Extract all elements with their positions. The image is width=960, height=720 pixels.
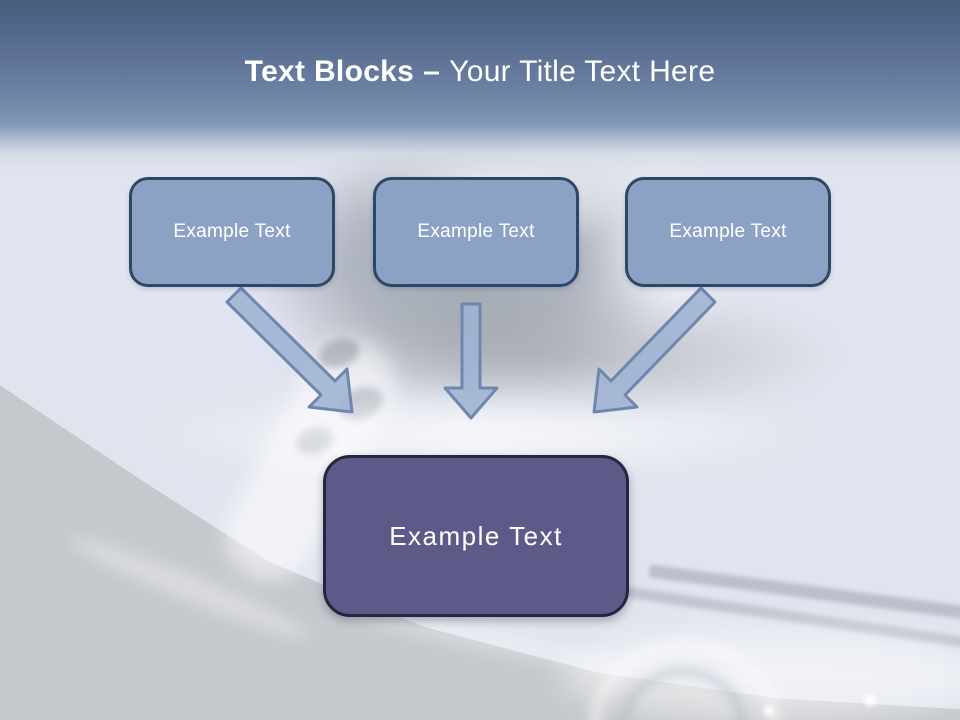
title-separator: – [423,55,441,88]
text-block-3: Example Text [625,177,831,287]
arrow-diagonal-down-right-icon [225,286,354,414]
specular-dot-shape [764,706,774,716]
title-subtitle: Your Title Text Here [449,55,716,88]
text-block-1-label: Example Text [173,221,291,242]
result-block-label: Example Text [389,520,563,551]
result-block: Example Text [323,455,629,617]
text-block-3-label: Example Text [669,221,787,242]
title-emphasis: Text Blocks [244,55,415,88]
slide-title: Text Blocks–Your Title Text Here [0,52,960,92]
arrow-down-icon [443,302,499,420]
text-block-2: Example Text [373,177,579,287]
arrow-diagonal-down-left-icon [592,286,717,414]
specular-dot-shape [864,694,876,706]
text-block-2-label: Example Text [417,221,535,242]
title-band: Text Blocks–Your Title Text Here [0,0,960,175]
text-block-1: Example Text [129,177,335,287]
